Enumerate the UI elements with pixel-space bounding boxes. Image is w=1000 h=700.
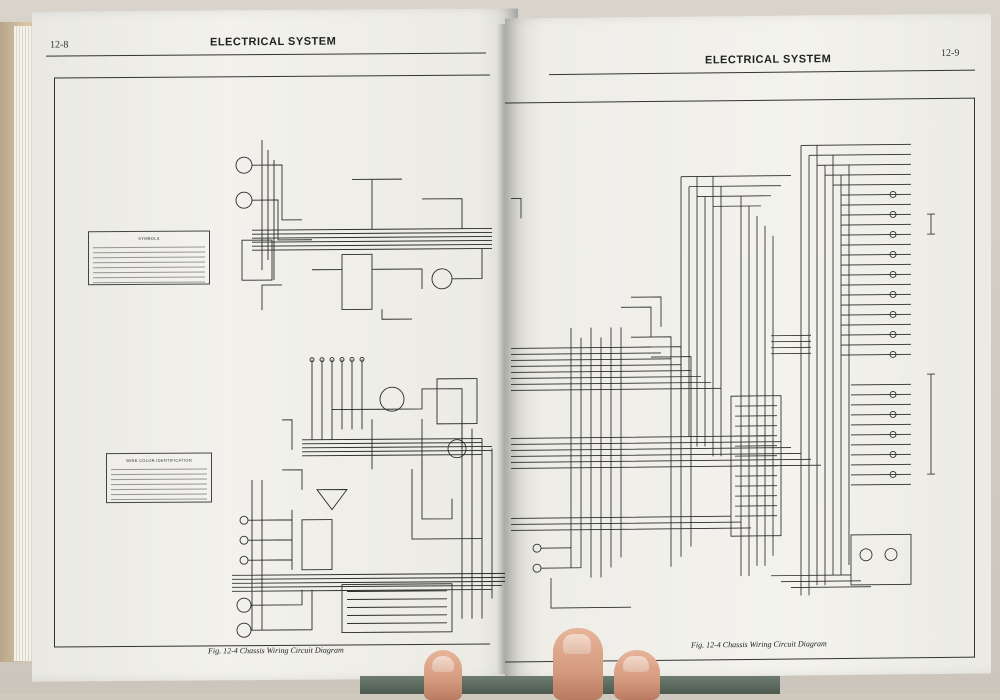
lamp-icon bbox=[236, 622, 252, 638]
right-page-header: ELECTRICAL SYSTEM bbox=[705, 53, 832, 67]
left-frame-top bbox=[54, 74, 490, 79]
fingernail bbox=[432, 656, 454, 672]
distributor-icon bbox=[379, 386, 405, 412]
lamp-icon bbox=[532, 543, 542, 553]
fingernail bbox=[563, 634, 591, 654]
left-figure-caption: Fig. 12-4 Chassis Wiring Circuit Diagram bbox=[208, 645, 344, 656]
lamp-icon bbox=[236, 597, 252, 613]
instrument-cluster-icon bbox=[850, 533, 912, 586]
left-wiring-diagram bbox=[232, 140, 512, 638]
fingernail bbox=[623, 656, 649, 672]
left-page-number: 12-8 bbox=[50, 39, 69, 51]
symbols-legend-title: SYMBOLS bbox=[138, 235, 160, 241]
headlamp-icon bbox=[235, 156, 253, 174]
right-wiring-diagram bbox=[511, 143, 935, 609]
left-page: 12-8 ELECTRICAL SYSTEM SYMBOLS WIRE COLO… bbox=[32, 8, 518, 682]
headlamp-icon bbox=[235, 191, 253, 209]
right-frame-top bbox=[505, 97, 975, 104]
horn-icon bbox=[316, 489, 348, 511]
symbols-legend: SYMBOLS bbox=[88, 230, 210, 286]
coil-icon bbox=[447, 439, 467, 459]
right-page-number: 12-9 bbox=[941, 47, 960, 59]
left-frame-left bbox=[54, 77, 55, 648]
fuse-block-icon bbox=[730, 395, 782, 537]
right-page: 12-9 ELECTRICAL SYSTEM bbox=[505, 13, 991, 679]
wire-color-legend: WIRE COLOR IDENTIFICATION bbox=[106, 452, 212, 504]
voltage-regulator-icon bbox=[341, 253, 373, 310]
starter-motor-icon bbox=[431, 268, 453, 290]
right-header-rule bbox=[549, 69, 975, 76]
right-frame-right bbox=[974, 97, 975, 658]
left-header-rule bbox=[46, 52, 486, 57]
wire-color-legend-title: WIRE COLOR IDENTIFICATION bbox=[126, 457, 192, 464]
right-figure-caption: Fig. 12-4 Chassis Wiring Circuit Diagram bbox=[691, 639, 827, 650]
lamp-icon bbox=[532, 563, 542, 573]
left-page-header: ELECTRICAL SYSTEM bbox=[210, 35, 337, 49]
